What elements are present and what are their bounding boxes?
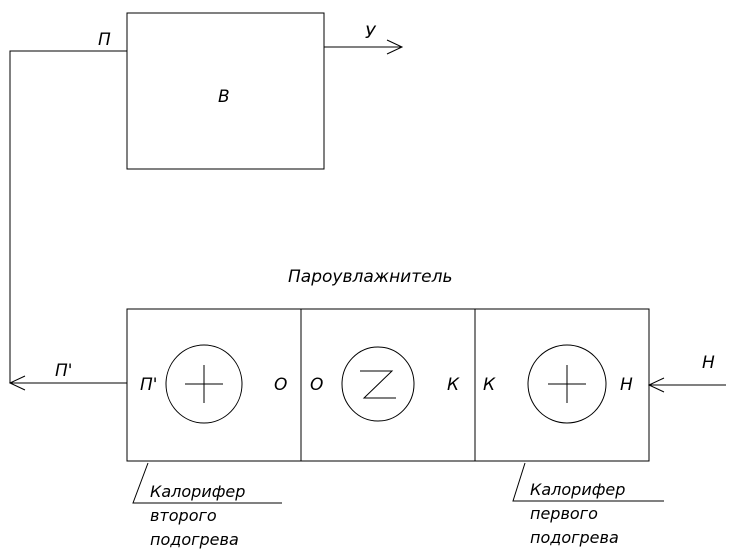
first-heater-caption-1: Калорифер <box>530 480 625 499</box>
humidifier-title: Пароувлажнитель <box>288 267 452 287</box>
supply-outlet-label: П' <box>55 361 72 381</box>
humidifier-inlet-label: К <box>447 375 460 395</box>
treatment-unit <box>126 308 650 462</box>
first-heater-caption-3: подогрева <box>530 528 619 547</box>
room-label: В <box>218 87 230 107</box>
room-inlet-label: П <box>98 30 111 50</box>
first-heater-inlet-label: Н <box>620 375 633 395</box>
second-heater-caption-3: подогрева <box>150 530 239 549</box>
second-heater-caption-1: Калорифер <box>150 482 245 501</box>
first-heater-outlet-label: К <box>483 375 496 395</box>
second-heater-leader <box>132 462 282 504</box>
supply-duct-line <box>9 50 127 383</box>
supply-outlet-arrowhead <box>8 375 26 391</box>
second-heater-outlet-label: П' <box>140 375 157 395</box>
first-heater-symbol <box>527 344 607 424</box>
room-block <box>126 12 325 170</box>
outside-air-arrowhead <box>647 377 665 393</box>
second-heater-symbol <box>165 344 243 424</box>
first-heater-caption-2: первого <box>530 504 598 523</box>
outside-air-label: Н <box>702 353 715 373</box>
humidifier-outlet-label: О <box>310 375 323 395</box>
exhaust-arrowhead <box>386 39 404 55</box>
first-heater-leader <box>512 462 664 502</box>
humidifier-zigzag-icon <box>360 370 396 399</box>
exhaust-label: У <box>365 23 377 43</box>
second-heater-inlet-label: О <box>274 375 287 395</box>
humidifier-symbol <box>341 346 415 422</box>
second-heater-caption-2: второго <box>150 506 217 525</box>
